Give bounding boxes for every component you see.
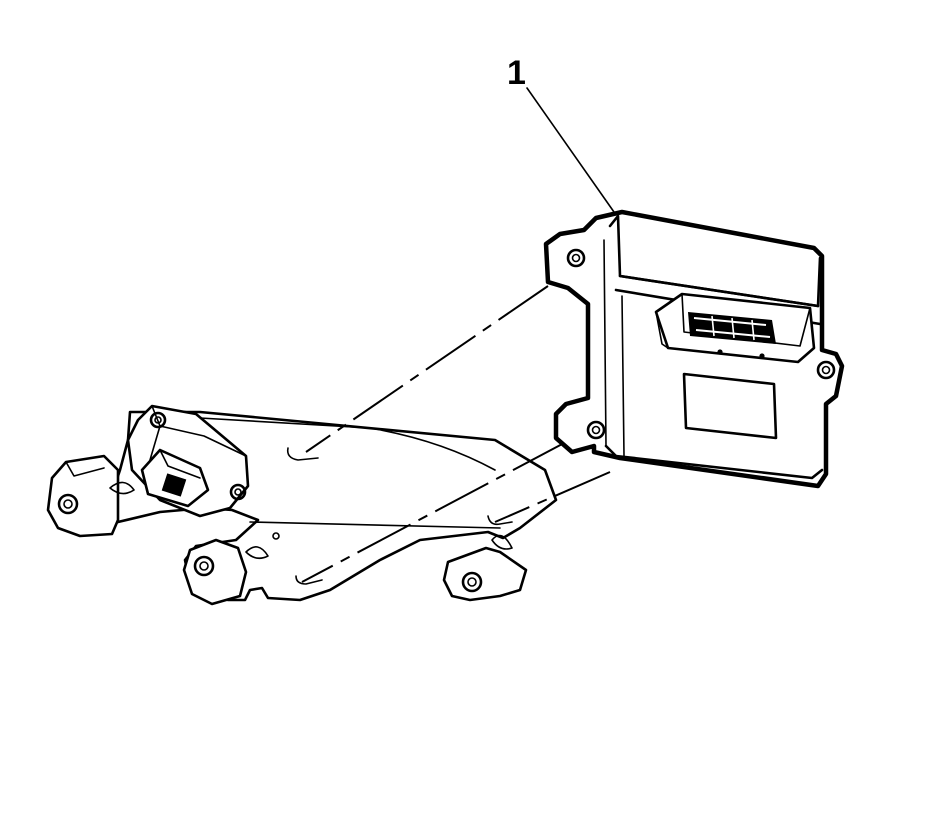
module-mount-screw: [149, 411, 167, 429]
right-tab-hole: [491, 534, 513, 550]
bracket-slot-hole: [487, 515, 513, 526]
left-mount-nut: [57, 493, 79, 515]
module-mount-nut: [816, 360, 836, 380]
sensor-module: [126, 404, 250, 518]
module-label-panel: [682, 372, 778, 440]
control-module: [543, 209, 845, 489]
callout-label-1: 1: [507, 54, 526, 92]
module-mount-nut: [566, 248, 586, 268]
module-mount-nut: [586, 420, 606, 440]
right-mount-nut: [461, 571, 483, 593]
bracket-slot-hole: [295, 575, 323, 585]
mounting-bracket: [46, 410, 558, 606]
bracket-rib-line: [199, 417, 496, 471]
right-mount-tab: [442, 546, 528, 602]
center-tab-hole: [245, 546, 269, 560]
center-mount-nut: [193, 555, 215, 577]
callout-leader-line: [526, 87, 615, 213]
left-tab-hole: [109, 481, 135, 495]
bracket-slot-hole: [286, 447, 319, 461]
module-mount-screw: [229, 483, 247, 501]
left-mount-tab: [46, 454, 120, 538]
alignment-lines: [301, 285, 611, 583]
center-mount-tab: [182, 538, 248, 606]
bracket-small-hole: [272, 532, 280, 540]
